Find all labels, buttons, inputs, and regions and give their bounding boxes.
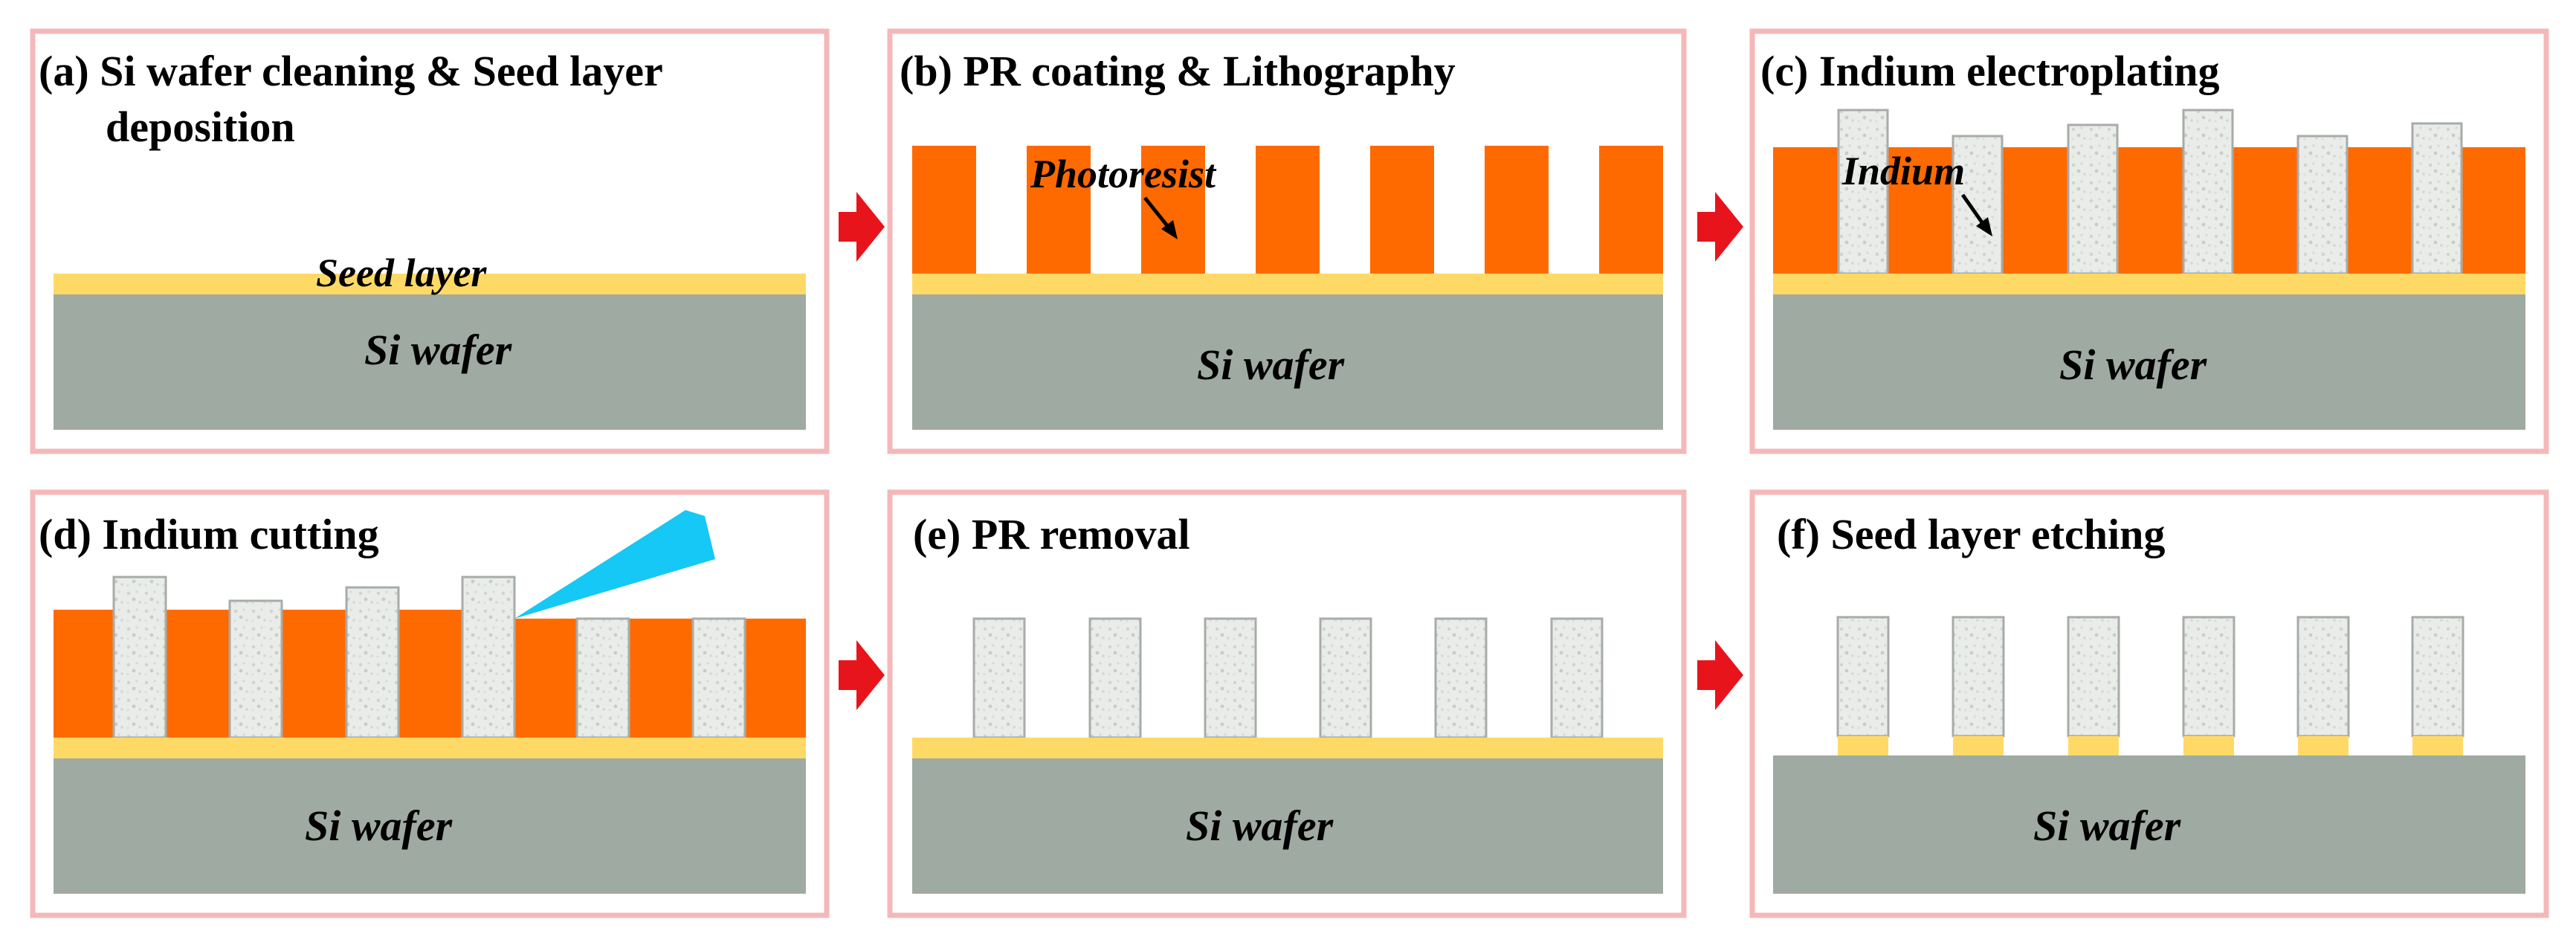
indium-pillar [345,586,400,739]
seed-layer [54,274,806,294]
indium-pillar [2067,123,2119,275]
indium-pillars [1836,616,2464,738]
si-wafer [1773,294,2525,430]
photoresist-pillar [1256,146,1320,274]
arrow-a-to-b [839,192,885,262]
photoresist-pillar [1485,146,1549,274]
arrow-e-to-f [1697,640,1743,710]
panel-e: (e) PR removal Si wafer [887,489,1687,918]
indium-pillar [1088,617,1142,739]
cutting-blade-icon [514,510,715,619]
panel-a-title-line2: deposition [106,103,295,151]
seed-layer-pad [2412,736,2463,755]
panel-c: (c) Indium electroplating Indium Si wafe… [1749,28,2549,454]
photoresist-layer-cut [514,619,806,738]
indium-pillar [1952,135,2004,275]
photoresist-pillar [1027,146,1091,274]
panel-d-title: (d) Indium cutting [39,510,379,558]
indium-pillars [1837,109,2463,275]
si-wafer-label: Si wafer [2033,802,2181,850]
panel-f: (f) Seed layer etching Si wafer [1749,489,2549,918]
indium-pillar [2182,616,2236,738]
panel-f-title: (f) Seed layer etching [1777,510,2165,558]
indium-pillar [2411,122,2463,275]
photoresist-pointer-arrow [1143,196,1178,239]
indium-pillar [691,617,746,739]
seed-layer-pads [1838,736,2463,755]
si-wafer-label: Si wafer [2059,341,2207,389]
indium-pillar [1952,616,2005,738]
panel-d: (d) Indium cutting Si wafer [30,489,830,918]
panel-b-title: (b) PR coating & Lithography [900,47,1456,95]
indium-pillar [1550,617,1604,739]
photoresist-label: Photoresist [1030,152,1217,196]
seed-layer-pad [2183,736,2234,755]
seed-layer [912,738,1663,758]
photoresist-pillar [1141,146,1205,274]
indium-pillar [1204,617,1257,739]
si-wafer [912,758,1663,894]
seed-layer-pad [2068,736,2119,755]
si-wafer-label: Si wafer [364,326,512,374]
panel-b: (b) PR coating & Lithography Photoresist… [887,28,1687,454]
photoresist-pillars [912,146,1663,274]
si-wafer-label: Si wafer [305,802,453,850]
panel-a-title-line1: (a) Si wafer cleaning & Seed layer [39,47,663,95]
indium-pillar [972,617,1026,739]
si-wafer [54,294,806,430]
indium-label: Indium [1841,149,1965,193]
indium-pillar [1836,616,1890,738]
indium-pillar [228,599,283,739]
seed-layer-pad [1838,736,1888,755]
si-wafer-label: Si wafer [1197,341,1345,389]
panel-a: (a) Si wafer cleaning & Seed layer depos… [30,28,830,454]
indium-pillar [1319,617,1372,739]
si-wafer-label: Si wafer [1186,802,1334,850]
indium-pillar [575,617,630,739]
seed-layer-pad [2298,736,2349,755]
seed-layer-label: Seed layer [316,251,487,295]
si-wafer [1773,755,2525,894]
seed-layer [54,738,806,758]
photoresist-pillar [1599,146,1663,274]
indium-pillar [461,576,516,739]
si-wafer [54,758,806,894]
si-wafer [912,294,1663,430]
indium-pillar [2411,616,2464,738]
photoresist-pillar [1370,146,1434,274]
indium-pillar [112,576,167,739]
panel-c-title: (c) Indium electroplating [1760,47,2220,95]
arrow-d-to-e [839,640,885,710]
indium-pointer-arrow [1960,193,1992,236]
indium-pillar [2296,616,2350,738]
seed-layer-pad [1953,736,2004,755]
indium-pillar [1434,617,1488,739]
indium-pillar [2182,109,2234,275]
seed-layer [1773,274,2525,294]
photoresist-layer [1773,147,2525,274]
arrow-b-to-c [1697,192,1743,262]
panel-e-title: (e) PR removal [913,510,1190,558]
indium-pillar [2296,135,2349,275]
photoresist-pillar [912,146,976,274]
indium-pillar [2067,616,2120,738]
seed-layer [912,274,1663,294]
